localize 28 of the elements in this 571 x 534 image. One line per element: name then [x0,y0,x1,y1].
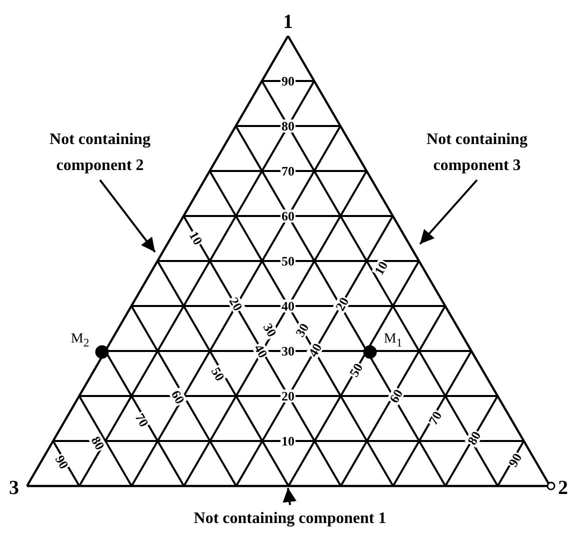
leader-arrow [282,488,297,506]
scale-number: 80 [280,120,296,132]
vertex-label: 2 [557,478,569,498]
leader-arrow [419,179,478,245]
callout-text: Not containing component 3 [397,127,557,179]
leader-arrow [99,179,156,253]
point-label: M$_{1}$ [382,332,404,350]
scale-number: 40 [280,300,296,312]
vertex-label: 3 [8,478,20,498]
callout-text: Not containing component 2 [20,127,180,179]
scale-number: 20 [280,390,296,402]
scale-number: 20 [332,294,352,314]
scale-number: 10 [280,434,296,448]
scale-number: 80 [88,433,108,453]
scale-number: 30 [260,320,280,340]
scale-number: 60 [280,210,296,222]
scale-number: 50 [280,254,296,268]
scale-number: 80 [464,428,484,448]
point-label: M$_{2}$ [70,332,90,350]
vertex-label: 1 [282,12,294,32]
scale-number: 60 [168,387,188,407]
scale-number: 40 [252,341,270,361]
callout-text: Not containing component 1 [130,506,450,532]
scale-number: 90 [280,74,296,88]
scale-number: 40 [306,340,324,360]
scale-number: 60 [386,386,406,406]
scale-number: 30 [280,344,296,358]
scale-number: 70 [280,164,296,178]
